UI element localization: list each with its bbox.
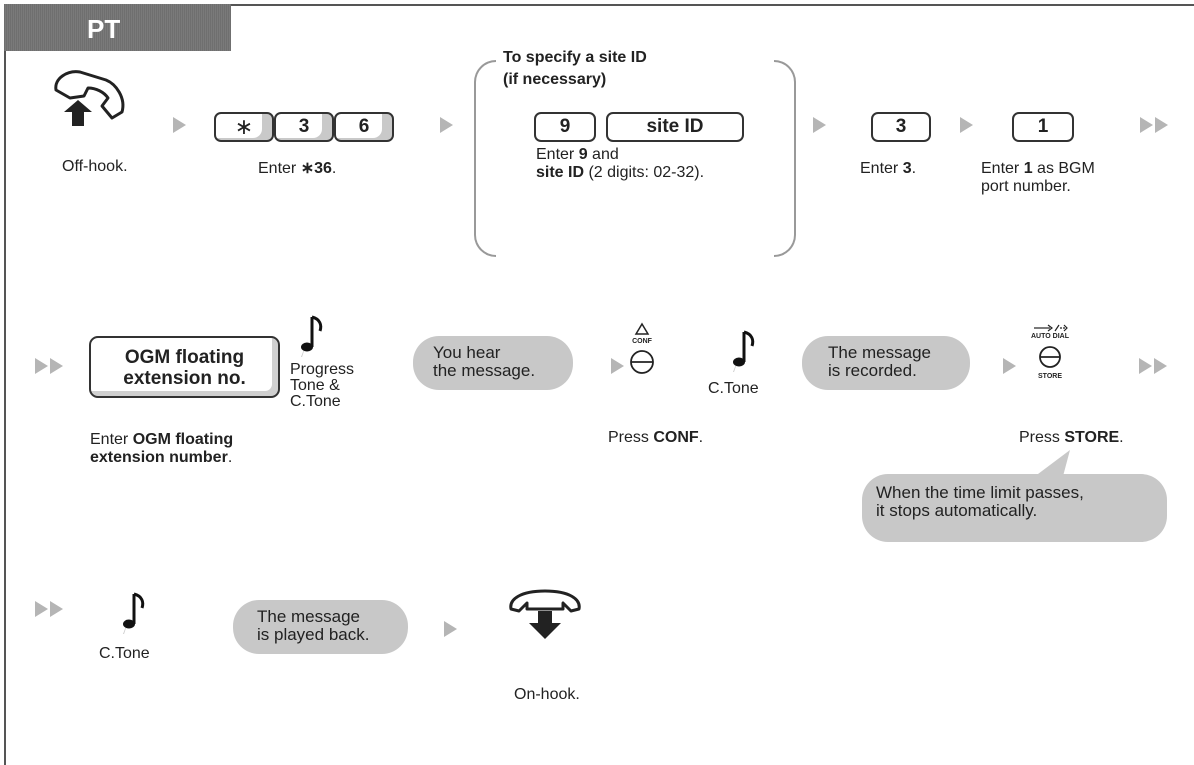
step-arrow	[444, 621, 457, 637]
step-arrow	[173, 117, 186, 133]
continue-arrow	[1140, 117, 1170, 133]
bubble-played-back: The message is played back.	[233, 600, 408, 654]
off-hook-handset-icon	[54, 70, 125, 126]
conf-button: CONF	[624, 322, 660, 382]
key-1: 1	[1012, 112, 1074, 142]
offhook-text: Off-hook.	[62, 158, 128, 175]
press-store-text: Press STORE.	[1019, 429, 1124, 446]
bubble-hear-message: You hear the message.	[413, 336, 573, 390]
pt-tab: PT	[4, 4, 231, 51]
store-button: AUTO DIAL STORE	[1028, 322, 1072, 392]
c-tone-text: C.Tone	[99, 645, 150, 662]
star-key: ∗	[214, 112, 274, 142]
site-desc-2: site ID (2 digits: 02-32).	[536, 164, 705, 181]
enter-1-text: Enter 1 as BGM	[981, 160, 1095, 177]
tone-note-icon	[733, 330, 755, 372]
press-conf-text: Press CONF.	[608, 429, 704, 446]
ogm-extension-key: OGM floating extension no.	[89, 336, 280, 398]
site-heading-2: (if necessary)	[503, 71, 607, 88]
store-circle-icon	[1039, 346, 1061, 368]
conf-circle-icon	[630, 350, 654, 374]
continue-arrow	[1139, 358, 1169, 374]
key-6: 6	[334, 112, 394, 142]
continue-arrow	[35, 358, 65, 374]
step-arrow	[1003, 358, 1016, 374]
site-heading: To specify a site ID	[503, 49, 647, 66]
step-arrow	[611, 358, 624, 374]
key-3b: 3	[871, 112, 931, 142]
enter-36-text: Enter ∗36.	[258, 160, 337, 177]
tone-note-icon	[301, 315, 323, 357]
step-arrow	[960, 117, 973, 133]
continue-arrow	[35, 601, 65, 617]
right-paren	[774, 60, 796, 257]
note-bubble-tail	[1030, 450, 1070, 480]
autodial-arrow-icon	[1034, 324, 1068, 332]
enter-ogm-text-1: Enter OGM floating	[90, 431, 234, 448]
tone-note-icon	[123, 592, 145, 634]
key-3: 3	[274, 112, 334, 142]
step-arrow	[813, 117, 826, 133]
site-desc-1: Enter 9 and	[536, 146, 619, 163]
c-tone-text: C.Tone	[708, 380, 759, 397]
progress-tone-text: Progress Tone & C.Tone	[290, 361, 355, 410]
bubble-recorded: The message is recorded.	[802, 336, 970, 390]
enter-1-text-2: port number.	[981, 178, 1071, 195]
key-9: 9	[534, 112, 596, 142]
on-hook-handset-icon	[509, 589, 581, 639]
enter-3-text: Enter 3.	[860, 160, 917, 177]
site-id-key: site ID	[606, 112, 744, 142]
left-paren	[474, 60, 496, 257]
time-limit-note: When the time limit passes, it stops aut…	[862, 474, 1167, 542]
step-arrow	[440, 117, 453, 133]
conf-triangle-icon	[634, 322, 650, 335]
diagram-frame	[4, 4, 1194, 765]
onhook-text: On-hook.	[514, 686, 580, 703]
enter-ogm-text-2: extension number.	[90, 449, 233, 466]
